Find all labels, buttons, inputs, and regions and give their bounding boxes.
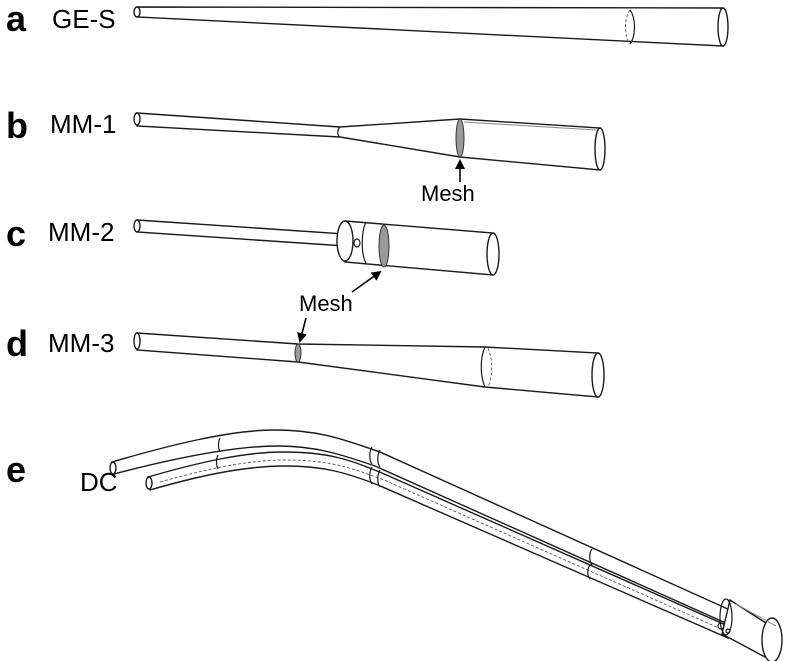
nozzle-mm-3 — [133, 332, 605, 398]
panel-b: b MM-1 Mesh — [6, 105, 606, 206]
dual-capillary-nozzle — [109, 429, 783, 661]
panel-letter-c: c — [6, 213, 26, 254]
nozzle-mm-1 — [133, 112, 606, 171]
mesh-label-c: Mesh — [299, 291, 353, 316]
panel-letter-b: b — [6, 105, 28, 146]
mesh-callout-b: Mesh — [421, 159, 475, 206]
mesh-label-b: Mesh — [421, 181, 475, 206]
panel-e: e DC — [6, 429, 783, 661]
panel-name-c: MM-2 — [48, 217, 114, 247]
panel-a: a GE-S — [6, 0, 729, 47]
panel-letter-a: a — [6, 0, 27, 39]
panel-letter-e: e — [6, 449, 26, 490]
panel-name-b: MM-1 — [50, 109, 116, 139]
panel-name-a: GE-S — [52, 4, 116, 34]
nozzle-ge-s — [133, 6, 729, 47]
nozzle-mm-2 — [133, 219, 500, 276]
mesh-callout-c: Mesh — [299, 270, 382, 316]
panel-name-d: MM-3 — [48, 328, 114, 358]
mesh-disk-d — [294, 343, 302, 363]
panel-c: c MM-2 Mesh — [6, 213, 500, 316]
mesh-disk-c — [378, 224, 390, 268]
panel-d: d MM-3 — [6, 317, 605, 398]
panel-letter-d: d — [6, 323, 28, 364]
mesh-callout-d — [297, 317, 307, 343]
mesh-disk-b — [455, 118, 465, 158]
